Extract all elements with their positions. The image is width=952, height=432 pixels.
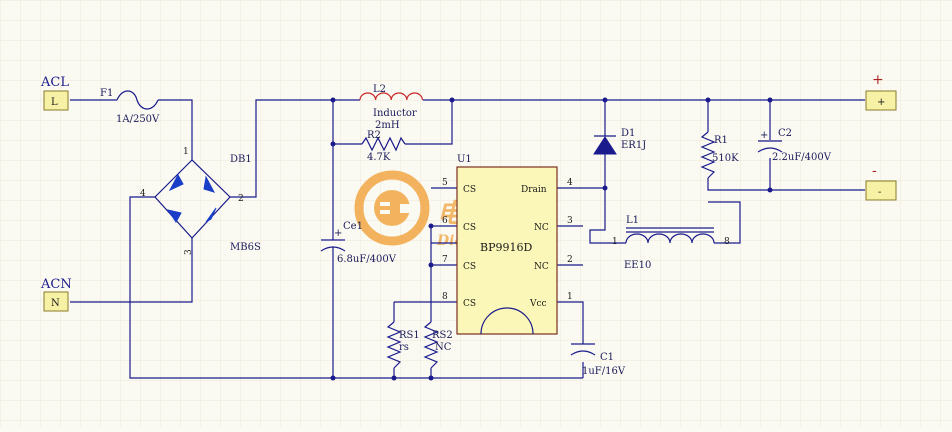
db1-pin2: 2 xyxy=(238,194,244,204)
resistor-r1: R1 510K xyxy=(700,131,739,179)
u1-pin-num-5: 5 xyxy=(442,178,448,188)
resistor-rs1: RS1 rs xyxy=(386,321,420,369)
resistor-rs2: RS2 NC xyxy=(423,321,453,369)
f1-label: F1 xyxy=(100,88,113,99)
u1-pin8-cs: CS xyxy=(463,299,476,309)
inductor-l1: L1 EE10 1 8 xyxy=(612,215,730,271)
rs1-label: RS1 xyxy=(399,330,420,341)
r1-value: 510K xyxy=(712,153,739,164)
rs2-value: NC xyxy=(435,342,452,353)
u1-label: U1 xyxy=(457,154,472,165)
wires xyxy=(70,99,865,379)
port-n: N xyxy=(51,298,60,309)
capacitor-c1: 1 C1 1uF/16V xyxy=(570,343,626,377)
l1-label: L1 xyxy=(626,215,639,226)
u1-pin1-vcc: Vcc xyxy=(529,299,547,309)
u1-pin-num-4: 4 xyxy=(567,178,573,188)
l1-value: EE10 xyxy=(624,260,651,271)
u1-pin7-cs: CS xyxy=(463,262,476,272)
l2-type: Inductor xyxy=(373,108,417,119)
fuse-f1: F1 1A/250V xyxy=(100,88,160,125)
u1-pin4-drain: Drain xyxy=(521,185,547,195)
db1-pin3: 3 xyxy=(184,249,194,255)
d1-label: D1 xyxy=(621,128,635,139)
bridge-db1: DB1 MB6S 1 2 3 4 xyxy=(140,147,261,255)
u1-pin-num-6: 6 xyxy=(442,216,448,226)
out-plus-sign: + xyxy=(872,72,884,88)
port-acn: ACN N xyxy=(40,277,72,312)
out-minus-sign: - xyxy=(872,163,877,179)
r2-label: R2 xyxy=(367,130,381,141)
rs1-value: rs xyxy=(399,342,409,353)
u1-pin-num-7: 7 xyxy=(442,255,448,265)
db1-value: MB6S xyxy=(230,242,261,253)
resistor-r2: R2 4.7K xyxy=(361,130,406,163)
l1-pin1: 1 xyxy=(612,237,618,247)
u1-pin-num-3: 3 xyxy=(567,216,573,226)
u1-pin3-nc: NC xyxy=(534,223,549,233)
u1-pin-num-2: 2 xyxy=(567,255,573,265)
port-l: L xyxy=(51,97,58,108)
u1-pin5-cs: CS xyxy=(463,185,476,195)
u1-pin-num-1: 1 xyxy=(567,292,573,302)
ce1-label: Ce1 xyxy=(343,221,363,232)
f1-value: 1A/250V xyxy=(116,114,160,125)
capacitor-ce1: + Ce1 6.8uF/400V xyxy=(320,221,397,265)
diode-d1: D1 ER1J xyxy=(593,128,646,155)
c1-label: C1 xyxy=(600,352,614,363)
d1-value: ER1J xyxy=(621,140,646,151)
inductor-l2: L2 Inductor 2mH xyxy=(359,84,423,131)
ic-u1: U1 BP9916D CS CS CS CS Drain NC NC Vcc 5… xyxy=(442,154,573,335)
ce1-plus: + xyxy=(334,228,342,239)
db1-pin4: 4 xyxy=(140,189,146,199)
u1-part: BP9916D xyxy=(480,241,532,254)
out-plus-text: + xyxy=(877,97,885,108)
u1-pin2-nc: NC xyxy=(534,262,549,272)
u1-pin-num-8: 8 xyxy=(442,292,448,302)
l2-value: 2mH xyxy=(375,120,400,131)
c2-label: C2 xyxy=(778,128,792,139)
watermark-logo xyxy=(354,170,430,246)
port-acl: ACL L xyxy=(40,75,69,111)
u1-pin6-cs: CS xyxy=(463,223,476,233)
rs2-label: RS2 xyxy=(432,330,453,341)
l2-label: L2 xyxy=(373,84,386,95)
r1-label: R1 xyxy=(714,135,728,146)
r2-value: 4.7K xyxy=(367,152,391,163)
acn-label: ACN xyxy=(40,277,72,292)
capacitor-c2: + C2 2.2uF/400V xyxy=(757,128,832,163)
ce1-value: 6.8uF/400V xyxy=(337,254,397,265)
db1-pin1: 1 xyxy=(183,147,189,157)
port-out-minus: - - xyxy=(865,163,897,201)
c1-value: 1uF/16V xyxy=(582,366,626,377)
out-minus-text: - xyxy=(878,187,881,198)
port-out-plus: + + xyxy=(865,72,897,111)
db1-label: DB1 xyxy=(230,154,252,165)
acl-label: ACL xyxy=(40,75,69,90)
c2-value: 2.2uF/400V xyxy=(772,152,832,163)
junction-dots xyxy=(330,97,773,381)
l1-pin8: 8 xyxy=(724,237,730,247)
c2-plus: + xyxy=(760,130,768,141)
